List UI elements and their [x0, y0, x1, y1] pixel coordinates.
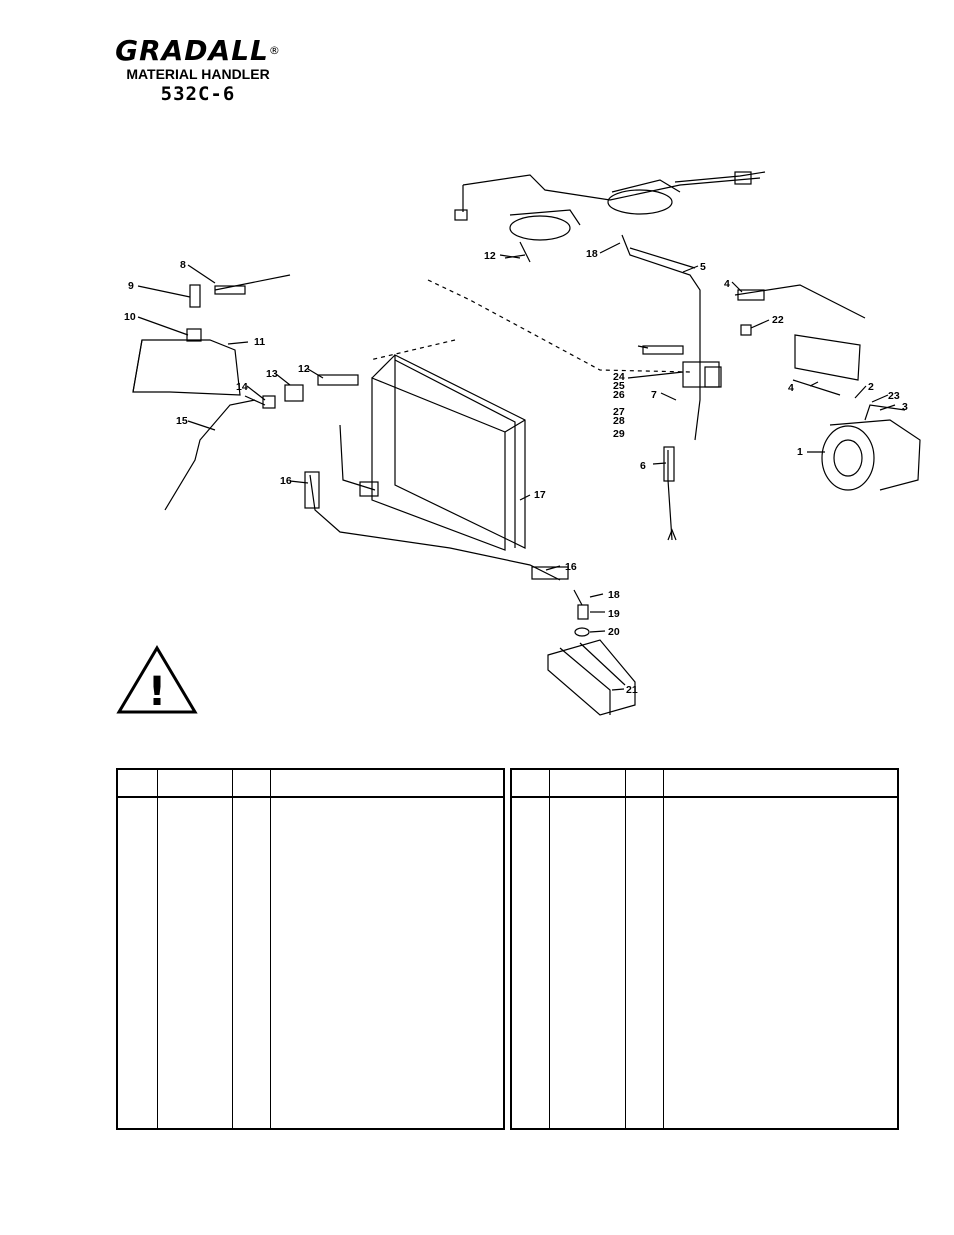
callout: 7: [651, 389, 657, 401]
table-cell: [156, 797, 232, 1129]
callout: 18: [586, 248, 598, 260]
warning-symbol: !: [148, 669, 166, 715]
callout: 11: [254, 336, 265, 348]
callout: 9: [128, 280, 134, 292]
callout: 12: [484, 250, 496, 262]
callout: 17: [534, 489, 546, 501]
column-header: [624, 769, 663, 798]
registered-mark: ®: [268, 44, 281, 57]
hose-4-upper: [734, 284, 866, 319]
callout: 16: [565, 561, 577, 573]
hose-5: [621, 234, 701, 441]
callout: 20: [608, 626, 620, 638]
table-cell: [117, 797, 157, 1129]
column-header: [548, 769, 625, 798]
parts-table-right: [510, 768, 899, 1130]
table-header-row: [511, 769, 898, 798]
callout: 4: [724, 278, 730, 290]
callout: 23: [888, 390, 900, 402]
callout: 5: [700, 261, 706, 273]
brand-name: GRADALL®: [115, 34, 281, 67]
hydraulic-pump: [821, 404, 921, 491]
model-number: 532C-6: [160, 83, 236, 105]
callout: 14: [236, 381, 248, 393]
table-row: [511, 797, 898, 1129]
callout: 4: [788, 382, 794, 394]
callout: 28: [613, 415, 625, 427]
callout: 27: [613, 406, 625, 418]
table-cell: [231, 797, 270, 1129]
callout: 26: [613, 389, 625, 401]
parts-table-left: [116, 768, 505, 1130]
column-header: [511, 769, 549, 798]
callout: 22: [772, 314, 784, 326]
table-cell: [662, 797, 898, 1129]
callout: 12: [298, 363, 310, 375]
hose-6: [667, 450, 673, 541]
table-cell: [548, 797, 625, 1129]
callout: 3: [902, 401, 908, 413]
callout: 2: [868, 381, 874, 393]
table-row: [117, 797, 504, 1129]
column-header: [117, 769, 157, 798]
callout: 21: [626, 684, 638, 696]
callout: 25: [613, 380, 625, 392]
reservoir-block-11: [132, 339, 241, 396]
table-cell: [624, 797, 663, 1129]
table-cell: [511, 797, 549, 1129]
column-header: [156, 769, 232, 798]
callout: 29: [613, 428, 625, 440]
callout: 8: [180, 259, 186, 271]
hose-16: [309, 474, 561, 581]
callout: 18: [608, 589, 620, 601]
hose-15: [164, 399, 256, 511]
callout: 16: [280, 475, 292, 487]
column-header: [662, 769, 898, 798]
callout-labels: 1 2 3 4 4 5 6 7 8 9 10 11 12 12 13 14 15…: [124, 248, 908, 696]
callout: 19: [608, 608, 620, 620]
callout: 15: [176, 415, 188, 427]
callout: 10: [124, 311, 136, 323]
control-valve: [547, 639, 636, 716]
brand-subtitle: MATERIAL HANDLER: [126, 66, 270, 82]
mounting-bracket: [682, 361, 720, 388]
callout: 1: [797, 446, 803, 458]
oil-cooler: [371, 354, 526, 551]
column-header: [231, 769, 270, 798]
callout: 24: [613, 371, 625, 383]
brand-header: GRADALL® MATERIAL HANDLER 532C-6: [108, 34, 288, 106]
callout: 13: [266, 368, 278, 380]
column-header: [269, 769, 504, 798]
table-header-row: [117, 769, 504, 798]
table-cell: [269, 797, 504, 1129]
warning-triangle-icon: !: [116, 645, 198, 715]
upper-filter-assembly: [454, 171, 766, 263]
callout: 6: [640, 460, 646, 472]
